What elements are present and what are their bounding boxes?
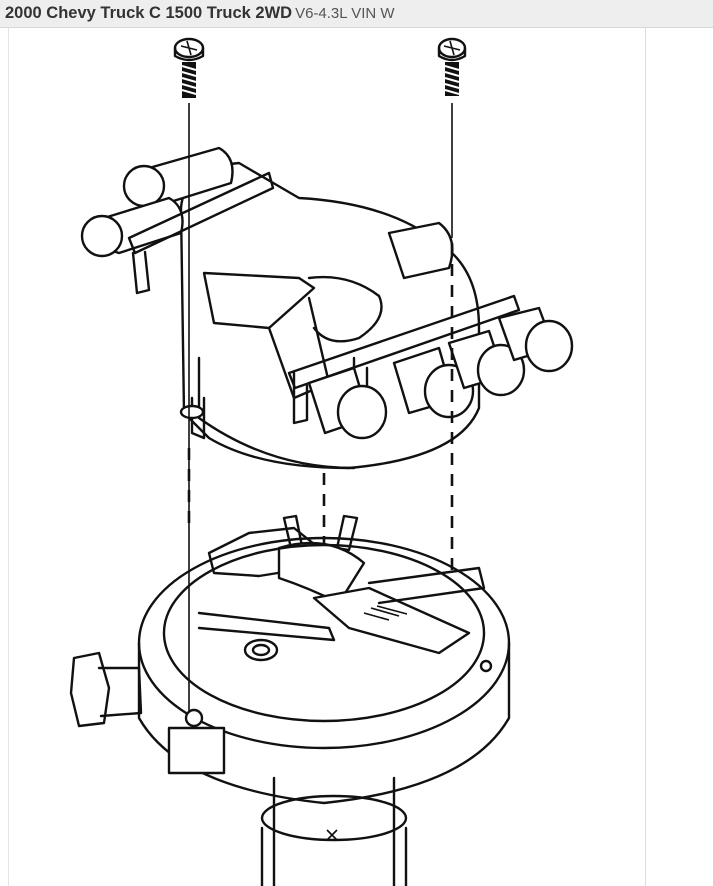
left-screw-icon (173, 37, 205, 98)
distributor-housing (69, 536, 511, 886)
alignment-lines (187, 103, 454, 718)
distributor-cap (80, 146, 574, 470)
vehicle-title: 2000 Chevy Truck C 1500 Truck 2WD (5, 4, 293, 22)
diagram-frame (8, 28, 646, 886)
right-screw-icon (437, 37, 467, 96)
distributor-rotor (197, 514, 486, 655)
engine-spec: V6-4.3L VIN W (295, 5, 395, 22)
distributor-diagram (69, 37, 574, 886)
